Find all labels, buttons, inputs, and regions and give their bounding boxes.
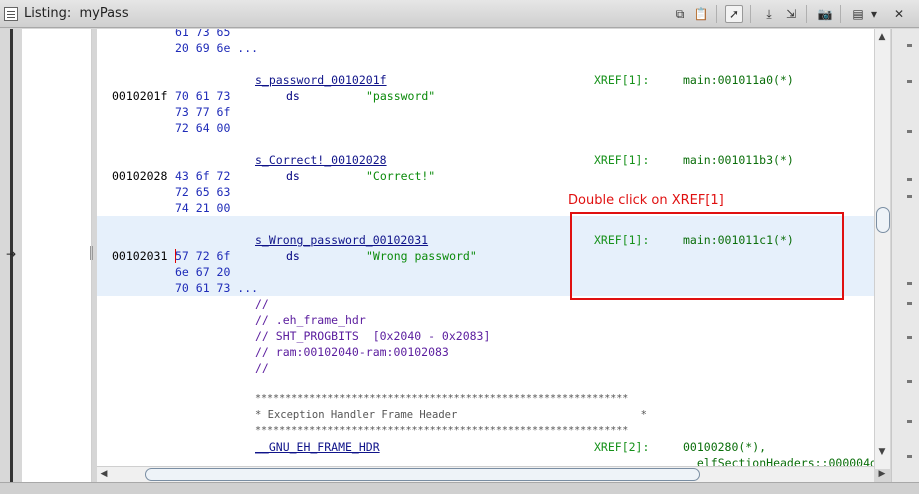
selected-row-highlight bbox=[97, 216, 874, 296]
byte-group: 72 65 63 bbox=[175, 185, 231, 199]
byte-group: 72 64 00 bbox=[175, 121, 231, 135]
listing-view[interactable]: 61 73 65 20 69 6e ... s_password_0010201… bbox=[97, 29, 874, 469]
xref-link[interactable]: XREF[1]: bbox=[594, 233, 650, 247]
horizontal-scroll-thumb[interactable] bbox=[145, 468, 700, 481]
menu-dropdown-icon[interactable]: ▾ bbox=[870, 7, 878, 21]
xref-target[interactable]: main:001011a0(*) bbox=[683, 73, 794, 87]
snapshot-icon[interactable]: 📷 bbox=[817, 7, 833, 21]
xref-target[interactable]: _elfSectionHeaders::000004d0 bbox=[690, 456, 874, 469]
data-label[interactable]: s_Correct!_00102028 bbox=[255, 153, 387, 167]
toolbar-separator bbox=[750, 5, 751, 23]
overview-marker bbox=[907, 420, 912, 423]
byte-group: 61 73 65 bbox=[175, 29, 231, 39]
comment-line: // ram:00102040-ram:00102083 bbox=[255, 345, 449, 359]
overview-marker bbox=[907, 380, 912, 383]
annotation-highlight-box bbox=[570, 212, 844, 300]
listing-window-icon bbox=[4, 7, 18, 21]
text-cursor bbox=[175, 249, 176, 263]
scroll-up-icon[interactable]: ▲ bbox=[878, 32, 886, 42]
listing-title-bar: Listing: myPass ⧉ 📋 ➚ ⤓ ⇲ 📷 ▤ ▾ ✕ bbox=[0, 0, 919, 28]
mnemonic: ds bbox=[286, 169, 300, 183]
xref-link[interactable]: XREF[1]: bbox=[594, 153, 650, 167]
byte-group: 73 77 6f bbox=[175, 105, 231, 119]
field-layout-icon[interactable]: ▤ bbox=[852, 7, 864, 21]
overview-marker bbox=[907, 302, 912, 305]
address[interactable]: 00102031 bbox=[112, 249, 168, 263]
byte-group: 70 61 73 bbox=[175, 89, 231, 103]
byte-group: 57 72 6f bbox=[175, 249, 231, 263]
current-location-arrow-icon: → bbox=[6, 247, 17, 261]
scroll-right-icon[interactable]: ▶ bbox=[878, 469, 886, 479]
xref-link[interactable]: XREF[2]: bbox=[594, 440, 650, 454]
paste-icon[interactable]: 📋 bbox=[693, 7, 709, 21]
data-label[interactable]: s_password_0010201f bbox=[255, 73, 387, 87]
data-label[interactable]: __GNU_EH_FRAME_HDR bbox=[255, 440, 380, 454]
xref-target[interactable]: 00100280(*), bbox=[683, 440, 767, 454]
operand-string: "Wrong password" bbox=[366, 249, 477, 263]
status-strip bbox=[0, 482, 919, 494]
byte-group: 6e 67 20 bbox=[175, 265, 231, 279]
overview-marker bbox=[907, 130, 912, 133]
byte-group: 43 6f 72 bbox=[175, 169, 231, 183]
overview-marker bbox=[907, 178, 912, 181]
overview-margin[interactable] bbox=[891, 29, 919, 482]
overview-marker bbox=[907, 336, 912, 339]
byte-group: 74 21 00 bbox=[175, 201, 231, 215]
xref-target[interactable]: main:001011c1(*) bbox=[683, 233, 794, 247]
comment-line: // .eh_frame_hdr bbox=[255, 313, 366, 327]
toolbar-separator bbox=[806, 5, 807, 23]
byte-group: 70 61 73 ... bbox=[175, 281, 259, 295]
byte-group: 20 69 6e ... bbox=[175, 41, 259, 55]
overview-marker bbox=[907, 44, 912, 47]
vertical-scroll-thumb[interactable] bbox=[876, 207, 890, 233]
comment-line: // bbox=[255, 297, 269, 311]
xref-target[interactable]: main:001011b3(*) bbox=[683, 153, 794, 167]
diff-icon[interactable]: ⇲ bbox=[785, 7, 797, 21]
overview-marker bbox=[907, 80, 912, 83]
navigate-icon[interactable]: ⤓ bbox=[766, 6, 772, 21]
header-title: * Exception Handler Frame Header * bbox=[255, 409, 647, 421]
toolbar-separator bbox=[716, 5, 717, 23]
copy-icon[interactable]: ⧉ bbox=[675, 6, 685, 21]
scroll-left-icon[interactable]: ◀ bbox=[100, 469, 108, 479]
operand-string: "password" bbox=[366, 89, 436, 103]
toolbar-separator bbox=[840, 5, 841, 23]
scroll-down-icon[interactable]: ▼ bbox=[878, 447, 886, 457]
flow-arrow-gutter bbox=[22, 29, 92, 482]
comment-line: // SHT_PROGBITS [0x2040 - 0x2083] bbox=[255, 329, 491, 343]
annotation-label: Double click on XREF[1] bbox=[568, 193, 724, 208]
header-border: ****************************************… bbox=[255, 393, 629, 404]
close-icon[interactable]: ✕ bbox=[893, 7, 905, 21]
address[interactable]: 0010201f bbox=[112, 89, 168, 103]
xref-link[interactable]: XREF[1]: bbox=[594, 73, 650, 87]
overview-marker bbox=[907, 282, 912, 285]
vertical-scrollbar[interactable] bbox=[874, 29, 890, 469]
overview-marker bbox=[907, 455, 912, 458]
mnemonic: ds bbox=[286, 89, 300, 103]
gutter-resize-handle[interactable] bbox=[90, 246, 93, 260]
address[interactable]: 00102028 bbox=[112, 169, 168, 183]
cursor-select-icon[interactable]: ➚ bbox=[725, 5, 743, 23]
overview-marker bbox=[907, 195, 912, 198]
margin-marker-bar bbox=[10, 29, 13, 482]
mnemonic: ds bbox=[286, 249, 300, 263]
header-border: ****************************************… bbox=[255, 425, 629, 436]
comment-line: // bbox=[255, 361, 269, 375]
operand-string: "Correct!" bbox=[366, 169, 436, 183]
data-label[interactable]: s_Wrong_password_00102031 bbox=[255, 233, 429, 247]
window-title: Listing: myPass bbox=[24, 6, 129, 21]
